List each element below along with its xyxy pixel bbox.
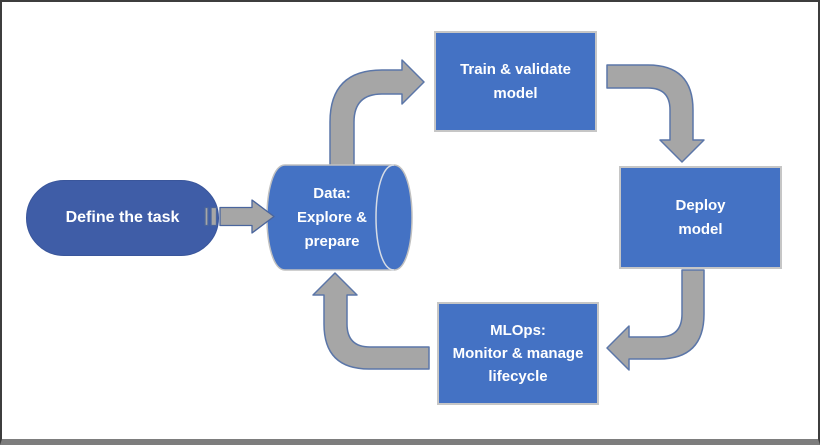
node-define-task: Define the task (26, 180, 219, 256)
arrow-data-to-train (329, 59, 425, 169)
node-train-validate-model: Train & validate model (434, 31, 597, 132)
node-mlops-label: MLOps: Monitor & manage lifecycle (452, 321, 584, 386)
node-deploy-model-label: Deploy model (675, 197, 726, 238)
node-mlops: MLOps: Monitor & manage lifecycle (437, 302, 599, 405)
node-define-task-label: Define the task (65, 208, 180, 226)
node-train-validate-model-label: Train & validate model (460, 61, 571, 102)
arrow-train-to-deploy (606, 64, 705, 163)
node-data-label: Data: Explore & prepare (296, 185, 368, 250)
arrow-mlops-to-data (312, 272, 430, 370)
striped-arrow-body (219, 199, 275, 234)
arrow-deploy-to-mlops (606, 269, 705, 371)
node-deploy-model: Deploy model (619, 166, 782, 269)
